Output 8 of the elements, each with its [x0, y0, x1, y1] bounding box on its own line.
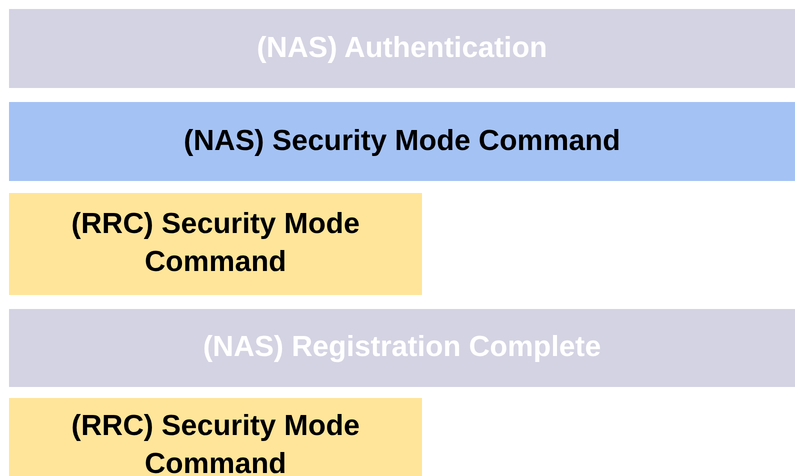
step-band	[9, 102, 795, 181]
step-label: (NAS) Security Mode Command	[182, 124, 622, 159]
step-band	[9, 9, 795, 88]
step-label: (RRC) Security Mode Command	[70, 409, 361, 476]
step-band	[9, 398, 422, 476]
step-band	[9, 193, 422, 295]
step-label: (RRC) Security Mode Command	[70, 207, 361, 280]
step-band	[9, 309, 795, 387]
